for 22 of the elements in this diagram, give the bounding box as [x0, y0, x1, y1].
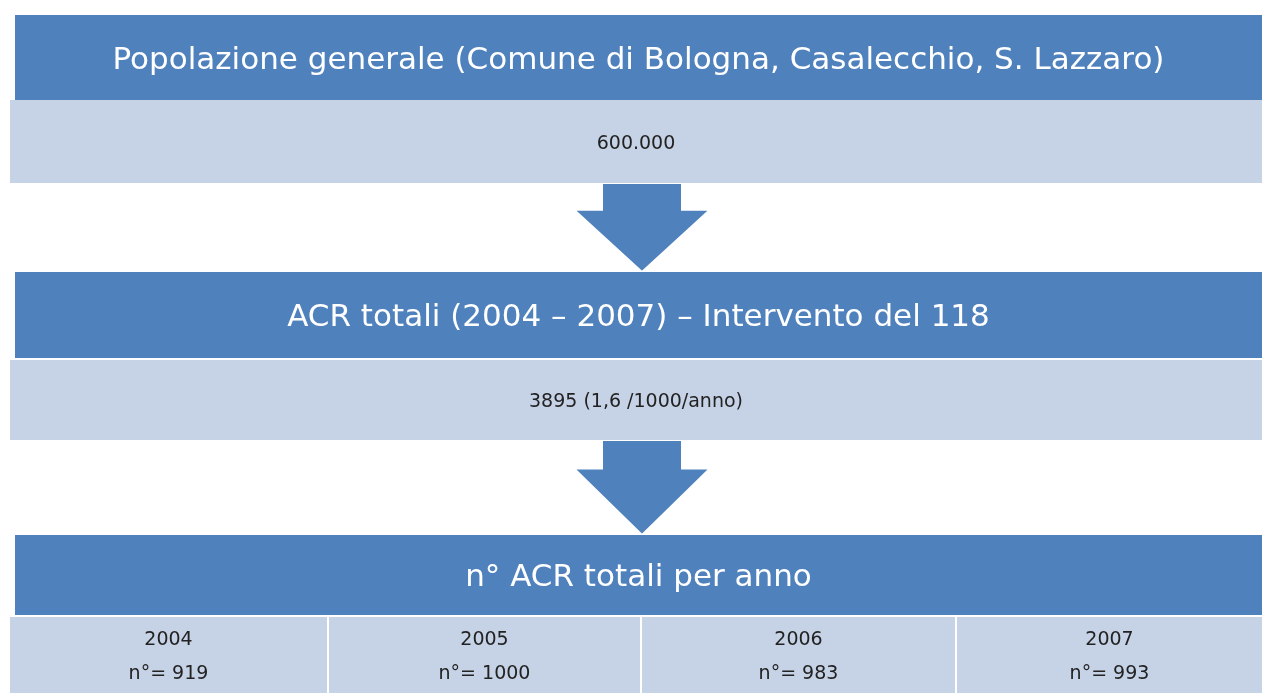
value-text: 3895 (1,6 /1000/anno): [529, 389, 743, 411]
header-band: [15, 535, 1262, 615]
value-text: 600.000: [596, 130, 676, 153]
value-text: 2004: [144, 627, 193, 649]
header-band: [15, 15, 1262, 100]
value-text: 2006: [774, 627, 823, 649]
value-text: 2007: [1085, 627, 1134, 649]
table-cell: [10, 617, 327, 693]
table-cell: [642, 617, 955, 693]
value-text: n°= 919: [128, 661, 209, 683]
value-text: n°= 993: [1069, 661, 1150, 683]
table-cell: [957, 617, 1262, 693]
header-text: ACR totali (2004 – 2007) – Intervento del 118: [287, 297, 990, 333]
header-text: n° ACR totali per anno: [465, 557, 812, 593]
header-band: [15, 272, 1262, 358]
table-cell: [329, 617, 640, 693]
value-text: n°= 983: [758, 661, 839, 683]
value-band: [10, 360, 1262, 440]
value-band: [10, 100, 1262, 183]
value-text: 2005: [460, 627, 509, 649]
value-text: n°= 1000: [438, 661, 531, 683]
header-text: Popolazione generale (Comune di Bologna, Casalecchio, S. Lazzaro): [112, 39, 1165, 76]
